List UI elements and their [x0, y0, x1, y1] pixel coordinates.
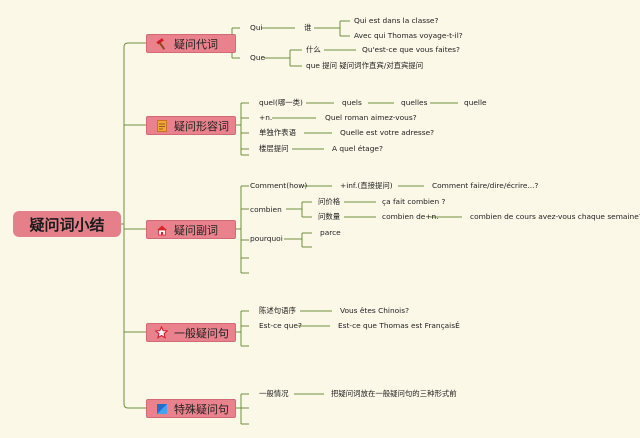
- node-text[interactable]: quelles: [401, 98, 428, 107]
- node-text[interactable]: combien de+n.: [382, 212, 439, 221]
- node-text[interactable]: 陈述句语序: [259, 306, 296, 315]
- node-text[interactable]: 问价格: [318, 197, 341, 206]
- node-text[interactable]: 什么: [306, 45, 321, 54]
- node-text[interactable]: 问数量: [318, 212, 341, 221]
- node-text[interactable]: +n.: [259, 113, 273, 122]
- category-interrogative-adjectives[interactable]: 疑问形容词: [146, 116, 236, 135]
- category-yes-no-questions[interactable]: 一般疑问句: [146, 323, 236, 342]
- hammer-icon: [155, 37, 168, 50]
- star-icon: [155, 326, 168, 339]
- category-label: 疑问形容词: [174, 119, 229, 133]
- node-text[interactable]: Comment(how): [250, 181, 308, 190]
- node-text[interactable]: 谁: [304, 23, 312, 32]
- node-text[interactable]: 把疑问词放在一般疑问句的三种形式前: [331, 389, 457, 398]
- node-text[interactable]: Est-ce que?: [259, 321, 302, 330]
- node-text[interactable]: Qui: [250, 23, 263, 32]
- node-text[interactable]: Quel roman aimez-vous?: [325, 113, 417, 122]
- category-label: 疑问代词: [174, 37, 218, 51]
- node-text[interactable]: pourquoi: [250, 234, 283, 243]
- node-text[interactable]: Est-ce que Thomas est FrançaisÉ: [338, 321, 460, 330]
- category-connector: [123, 42, 146, 48]
- category-label: 疑问副词: [174, 223, 218, 237]
- node-text[interactable]: quel(哪一类): [259, 98, 303, 107]
- node-text[interactable]: Comment faire/dire/écrire...?: [432, 181, 539, 190]
- node-text[interactable]: 楼层提问: [259, 144, 289, 153]
- node-text[interactable]: quels: [342, 98, 362, 107]
- node-text[interactable]: combien: [250, 205, 282, 214]
- category-interrogative-pronouns[interactable]: 疑问代词: [146, 34, 236, 53]
- node-text[interactable]: Avec qui Thomas voyage-t-il?: [354, 31, 463, 40]
- house-icon: [155, 223, 168, 236]
- node-text[interactable]: Quelle est votre adresse?: [340, 128, 435, 137]
- category-label: 一般疑问句: [174, 326, 229, 340]
- node-text[interactable]: parce: [320, 228, 341, 237]
- node-text[interactable]: 单独作表语: [259, 128, 296, 137]
- category-interrogative-adverbs[interactable]: 疑问副词: [146, 220, 236, 239]
- flag-icon: [155, 402, 168, 415]
- node-text[interactable]: que 提问 疑问词作直宾/对直宾提问: [306, 61, 424, 70]
- root-node[interactable]: 疑问词小结: [13, 211, 121, 237]
- node-text[interactable]: ça fait combien ?: [382, 197, 446, 206]
- node-text[interactable]: +inf.(直接提问): [340, 181, 393, 190]
- category-label: 特殊疑问句: [174, 402, 229, 416]
- node-text[interactable]: Qui est dans la classe?: [354, 16, 439, 25]
- node-text[interactable]: A quel étage?: [332, 144, 383, 153]
- node-text[interactable]: Que: [250, 53, 266, 62]
- node-text[interactable]: 一般情况: [259, 389, 289, 398]
- node-text[interactable]: quelle: [464, 98, 487, 107]
- category-connector: [123, 403, 146, 409]
- node-text[interactable]: Vous êtes Chinois?: [340, 306, 410, 315]
- node-text[interactable]: Qu'est-ce que vous faites?: [362, 45, 460, 54]
- note-icon: [155, 119, 168, 132]
- node-text[interactable]: combien de cours avez-vous chaque semain…: [470, 212, 640, 221]
- category-special-questions[interactable]: 特殊疑问句: [146, 399, 236, 418]
